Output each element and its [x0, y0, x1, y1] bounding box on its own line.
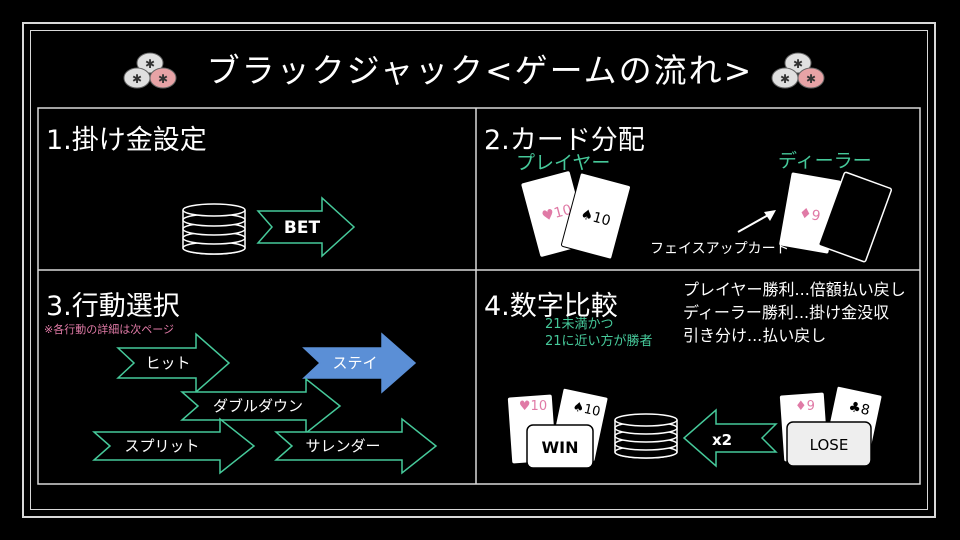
section-3-title: 3.行動選択 — [46, 291, 180, 322]
svg-text:✱: ✱ — [158, 72, 168, 86]
action-note: ※各行動の詳細は次ページ — [44, 323, 174, 336]
payout-arrow: x2 — [682, 408, 778, 468]
split-arrow: スプリット — [92, 417, 256, 475]
lose-card-1-label: ♦9 — [795, 399, 815, 414]
lose-card-2-label: ♣8 — [847, 399, 871, 419]
bet-label: BET — [284, 218, 321, 238]
hit-arrow: ヒット — [116, 332, 231, 394]
player-card-2-label: ♠10 — [579, 206, 612, 229]
win-badge: WIN — [526, 424, 594, 469]
outer-frame — [22, 22, 936, 518]
svg-text:✱: ✱ — [132, 72, 142, 86]
stay-label: ステイ — [332, 354, 377, 372]
chips-icon-left: ✱ ✱ ✱ — [123, 52, 177, 89]
split-label: スプリット — [124, 437, 199, 455]
inner-frame — [30, 30, 928, 510]
win-condition-line-1: 21未満かつ — [545, 317, 614, 332]
player-card-spades: ♠10 — [561, 172, 631, 260]
win-card-1-label: ♥10 — [519, 399, 547, 414]
lose-badge: LOSE — [786, 421, 872, 467]
result-dealer-win: ディーラー勝利...掛け金没収 — [683, 303, 890, 322]
section-1-title: 1.掛け金設定 — [46, 125, 207, 156]
payout-chip-stack-icon — [614, 413, 678, 459]
page-title: ブラックジャック<ゲームの流れ> — [206, 51, 754, 90]
win-label: WIN — [542, 438, 579, 457]
surrender-arrow: サレンダー — [274, 417, 438, 475]
section-4-title: 4.数字比較 — [484, 291, 618, 322]
result-draw: 引き分け...払い戻し — [683, 326, 827, 345]
section-2-title: 2.カード分配 — [484, 125, 645, 156]
dealer-card-facedown — [817, 171, 893, 263]
svg-text:✱: ✱ — [780, 72, 790, 86]
win-card-2-label: ♠10 — [571, 399, 602, 420]
hit-label: ヒット — [145, 354, 190, 372]
player-card-1-label: ♥10 — [540, 202, 573, 225]
dealer-card-label: ♦9 — [798, 205, 822, 224]
svg-text:✱: ✱ — [806, 72, 816, 86]
double-down-arrow: ダブルダウン — [180, 377, 342, 435]
face-up-label: フェイスアップカード — [650, 241, 790, 257]
svg-text:✱: ✱ — [145, 57, 155, 71]
surrender-label: サレンダー — [305, 437, 380, 455]
bet-arrow: BET — [256, 196, 356, 258]
multiplier-label: x2 — [712, 431, 732, 449]
double-down-label: ダブルダウン — [213, 397, 303, 415]
dealer-label: ディーラー — [778, 150, 872, 172]
win-condition-line-2: 21に近い方が勝者 — [545, 334, 653, 349]
lose-label: LOSE — [810, 436, 849, 454]
svg-text:✱: ✱ — [793, 57, 803, 71]
player-label: プレイヤー — [516, 152, 611, 174]
result-player-win: プレイヤー勝利...倍額払い戻し — [683, 280, 906, 299]
stay-arrow: ステイ — [302, 332, 417, 394]
chips-icon-right: ✱ ✱ ✱ — [771, 52, 825, 89]
chip-stack-icon — [182, 203, 246, 255]
face-up-pointer-arrow — [737, 210, 776, 233]
